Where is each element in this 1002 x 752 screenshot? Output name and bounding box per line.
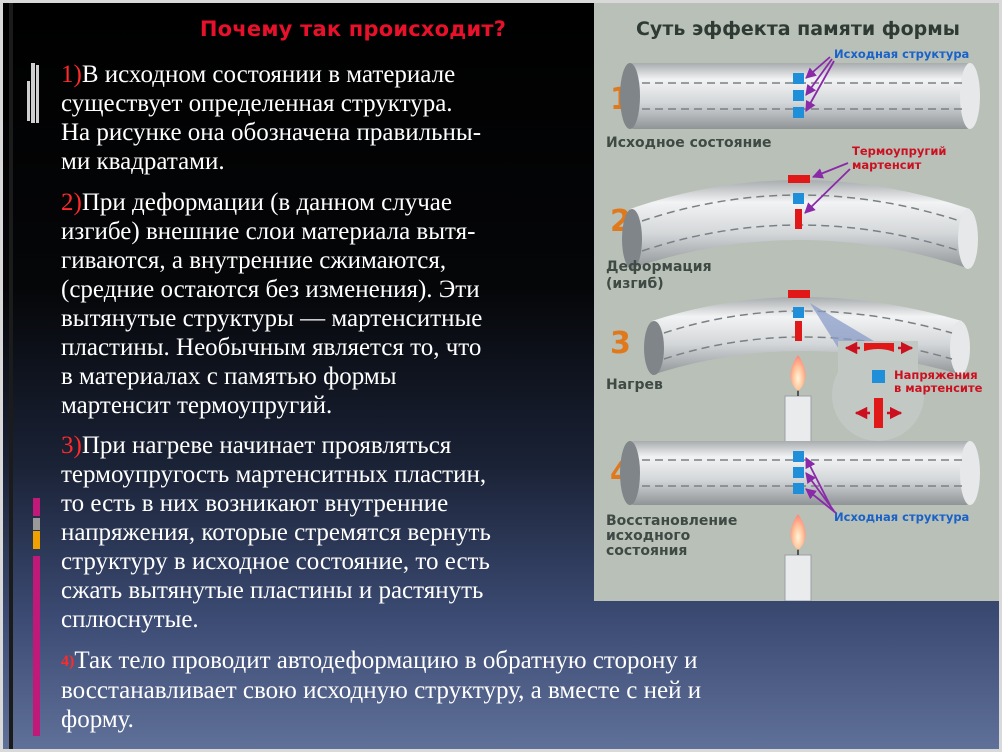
figure-title: Суть эффекта памяти формы — [636, 18, 960, 40]
callout-restored-structure: Исходная структура — [834, 510, 969, 524]
paragraph-4-text: Так тело проводит автодеформацию в обрат… — [61, 647, 702, 733]
paragraph-2-text: При деформации (в данном случае изгибе) … — [61, 189, 483, 419]
callout-thermo-martensite-1: Термоупругий — [852, 144, 946, 158]
bar-bent — [622, 175, 978, 269]
callout-initial-structure: Исходная структура — [834, 47, 969, 61]
callout-thermo-martensite-2: мартенсит — [852, 158, 922, 172]
bar-initial — [620, 63, 980, 129]
decorative-side-bars — [9, 3, 40, 749]
paragraph-1-number: 1) — [61, 61, 82, 88]
step-4-label-3: состояния — [606, 543, 687, 559]
slide-title: Почему так происходит? — [199, 17, 507, 41]
paragraph-3-number: 3) — [61, 432, 82, 459]
step-4-label-1: Восстановление — [606, 513, 737, 529]
paragraph-4-number: 4) — [61, 653, 75, 670]
paragraph-2: 2)При деформации (в данном случае изгибе… — [61, 188, 591, 420]
step-2-label-2: (изгиб) — [606, 276, 664, 292]
step-2-label-1: Деформация — [606, 259, 712, 275]
paragraph-2-number: 2) — [61, 189, 82, 216]
step-4-label-2: исходного — [606, 528, 691, 544]
paragraph-1: 1)В исходном состоянии в материале сущес… — [61, 60, 591, 176]
candle-icon — [784, 514, 812, 601]
callout-stress-2-overlay: в мартенсите — [894, 381, 983, 395]
stress-arrows-icon — [844, 341, 914, 355]
step-3-label: Нагрев — [606, 377, 663, 393]
callout-stress-1-overlay: Напряжения — [894, 368, 978, 382]
step-3-number: 3 — [610, 326, 631, 361]
zoom-wedge — [810, 303, 894, 353]
shape-memory-figure: Суть эффекта памяти формы 1 Исходная стр… — [594, 3, 999, 601]
candle-icon — [784, 355, 812, 443]
step-1-label: Исходное состояние — [606, 135, 772, 151]
paragraph-1-text: В исходном состоянии в материале существ… — [61, 61, 482, 175]
bar-restored — [620, 441, 980, 505]
paragraph-4: 4)Так тело проводит автодеформацию в обр… — [61, 646, 961, 734]
paragraph-3-text: При нагреве начинает проявляться термоуп… — [61, 432, 491, 633]
paragraph-3: 3)При нагреве начинает проявляться термо… — [61, 431, 601, 634]
